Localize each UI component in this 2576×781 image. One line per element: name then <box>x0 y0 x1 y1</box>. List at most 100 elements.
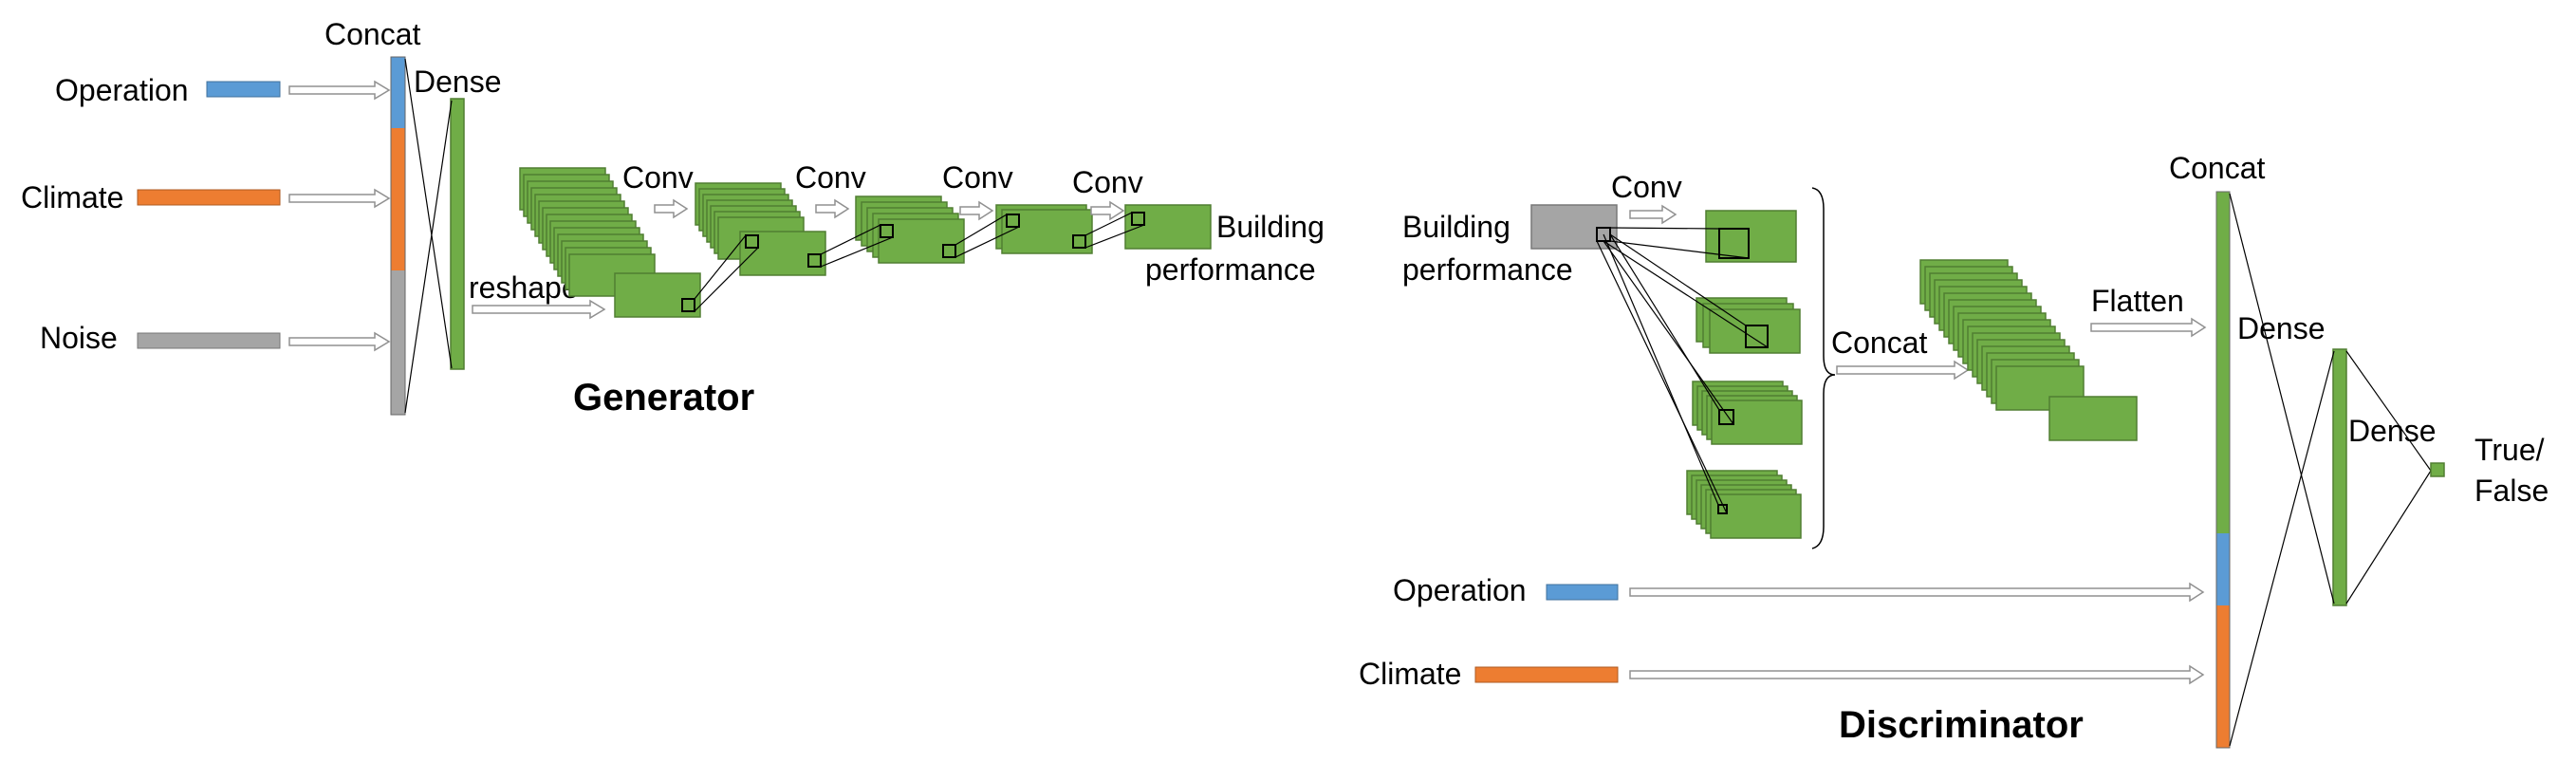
discriminator-climate-label: Climate <box>1359 657 1461 691</box>
generator-kernel-5 <box>1131 212 1145 226</box>
generator-kernel-3a <box>880 224 894 238</box>
discriminator-concat-operation-segment <box>2216 533 2230 605</box>
generator-operation-label: Operation <box>55 73 189 107</box>
generator-conv-edge <box>1084 212 1133 236</box>
discriminator-conv-edge <box>1603 240 1769 348</box>
discriminator-conv-edge <box>1596 240 1728 514</box>
generator-conv-label-1: Conv <box>622 160 694 195</box>
discriminator-branch-2-kernel <box>1745 325 1769 348</box>
generator-feature-stack-3 <box>855 195 965 264</box>
discriminator-branch-1-kernel <box>1718 228 1750 259</box>
generator-noise-arrow <box>288 331 391 352</box>
discriminator-branch-4 <box>1686 470 1802 539</box>
generator-output-label-line1: Building <box>1216 210 1325 244</box>
discriminator-input-label-line2: performance <box>1402 252 1573 287</box>
generator-climate-arrow <box>288 188 391 209</box>
discriminator-output-edge <box>2345 350 2432 472</box>
discriminator-concat-layer-segment <box>2216 192 2230 533</box>
generator-concat-climate-segment <box>391 128 405 270</box>
generator-concat-noise-segment <box>391 270 405 415</box>
discriminator-dense2-label: Dense <box>2348 414 2437 448</box>
discriminator-conv-label: Conv <box>1611 170 1682 204</box>
generator-noise-label: Noise <box>40 321 118 355</box>
discriminator-concat2-label: Concat <box>2169 151 2266 185</box>
discriminator-flatten-arrow <box>2090 317 2207 338</box>
generator-conv-edge <box>694 247 759 312</box>
generator-dense-bar <box>450 98 465 370</box>
discriminator-conv-edge <box>1603 240 1734 425</box>
generator-noise-bar <box>137 332 281 349</box>
generator-conv-arrow-1 <box>654 198 689 219</box>
generator-kernel-2a <box>745 234 759 249</box>
discriminator-branch-3-kernel <box>1718 409 1734 425</box>
generator-kernel-4a <box>1006 214 1020 228</box>
generator-conv-label-4: Conv <box>1072 165 1143 199</box>
generator-conv-arrow-3 <box>959 200 994 221</box>
generator-title: Generator <box>573 377 754 418</box>
generator-concat-label: Concat <box>324 17 421 51</box>
generator-kernel-1 <box>681 298 695 312</box>
discriminator-dense-edge <box>2229 193 2335 604</box>
discriminator-branch-2 <box>1696 297 1801 354</box>
generator: Operation Climate Noise Concat Dense res… <box>21 17 1325 418</box>
generator-kernel-4b <box>1072 234 1086 249</box>
generator-conv-edge <box>694 234 747 300</box>
discriminator-branch-1-map <box>1705 210 1797 263</box>
discriminator-conv-arrow <box>1629 204 1677 225</box>
discriminator-conv-edge <box>1609 240 1750 259</box>
discriminator-concat-bar <box>2215 191 2231 749</box>
discriminator-conv-edge <box>1603 233 1719 506</box>
discriminator-conv-edge <box>1609 233 1720 411</box>
discriminator-input-label-line1: Building <box>1402 210 1510 244</box>
discriminator: Building performance Conv <box>1359 151 2548 749</box>
discriminator-operation-label: Operation <box>1393 573 1527 607</box>
generator-conv-edge <box>954 226 1020 258</box>
discriminator-output-label-line2: False <box>2474 474 2548 508</box>
generator-conv-arrow-4 <box>1090 200 1125 221</box>
discriminator-conv-edge <box>1609 227 1720 230</box>
generator-conv-edge <box>820 224 881 255</box>
generator-climate-label: Climate <box>21 180 123 214</box>
generator-feature-stack-1 <box>519 167 701 318</box>
generator-climate-bar <box>137 189 281 206</box>
generator-conv-edge <box>820 236 894 268</box>
discriminator-concat-label: Concat <box>1831 325 1928 360</box>
generator-conv-label-2: Conv <box>795 160 866 195</box>
discriminator-dense1-bar <box>2332 348 2347 606</box>
generator-dense-label: Dense <box>414 65 502 99</box>
generator-concat-dense-edge <box>404 58 453 369</box>
discriminator-conv-edge <box>1609 233 1747 326</box>
discriminator-dense-edge <box>2229 350 2335 747</box>
generator-conv-edge <box>954 214 1008 246</box>
generator-reshape-arrow <box>472 299 606 320</box>
discriminator-dense1-label: Dense <box>2237 311 2326 345</box>
generator-concat-dense-edge <box>404 100 453 414</box>
generator-operation-bar <box>206 81 281 98</box>
generator-kernel-3b <box>942 244 956 258</box>
generator-feature-stack-2 <box>695 182 826 276</box>
discriminator-output-label-line1: True/ <box>2474 433 2545 467</box>
generator-concat-bar <box>390 56 406 416</box>
generator-output-label-line2: performance <box>1145 252 1316 287</box>
generator-kernel-2b <box>807 253 822 268</box>
discriminator-concat-brace <box>1811 187 1836 549</box>
discriminator-flatten-label: Flatten <box>2091 284 2184 318</box>
generator-conv-edge <box>1084 224 1145 249</box>
discriminator-branch-3 <box>1692 381 1803 445</box>
discriminator-operation-bar <box>1546 584 1619 601</box>
discriminator-concat-arrow <box>1836 360 1970 381</box>
discriminator-operation-arrow <box>1629 582 2205 603</box>
discriminator-concat-stack <box>1919 259 2138 441</box>
discriminator-output-edge <box>2345 470 2432 604</box>
generator-operation-arrow <box>288 80 391 101</box>
generator-concat-operation-segment <box>391 57 405 128</box>
discriminator-climate-arrow <box>1629 664 2205 685</box>
discriminator-title: Discriminator <box>1839 704 2084 746</box>
generator-conv-arrow-2 <box>815 198 850 219</box>
discriminator-output-node <box>2430 462 2445 477</box>
discriminator-concat-climate-segment <box>2216 605 2230 748</box>
discriminator-climate-bar <box>1474 666 1619 683</box>
generator-conv-label-3: Conv <box>942 160 1013 195</box>
generator-feature-stack-4 <box>995 204 1093 254</box>
